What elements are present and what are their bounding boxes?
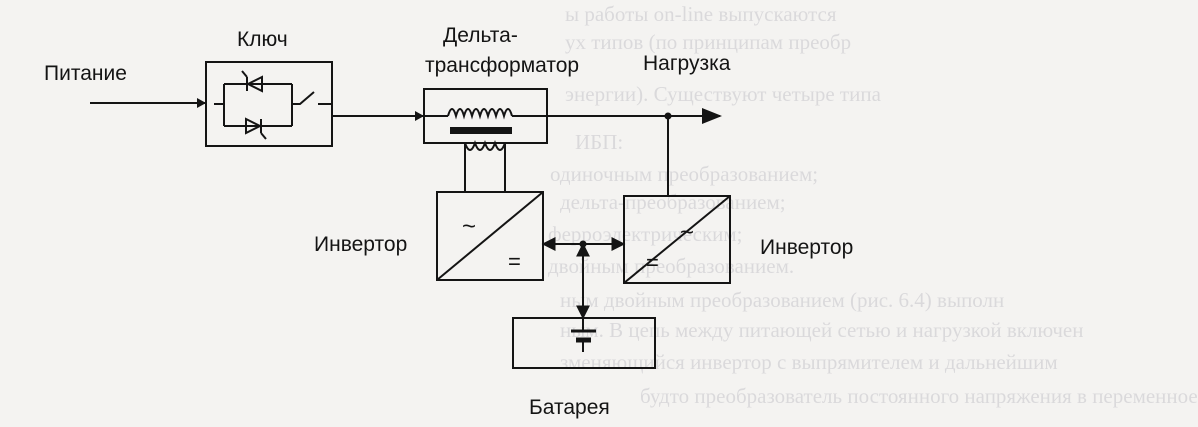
- inverter-left-label: Инвертор: [314, 233, 407, 256]
- power-label: Питание: [44, 62, 127, 85]
- background-text-line: дельта-преобразованием;: [560, 190, 786, 214]
- ups-delta-conversion-diagram: ~ = ~ = Питание Ключ Дельта- трансформат…: [44, 24, 853, 419]
- background-text-line: одиночным преобразованием;: [550, 162, 819, 186]
- background-text-line: ным. В цепь между питающей сетью и нагру…: [560, 318, 1084, 342]
- dc-bus-junction-dot: [579, 240, 587, 248]
- inverter-right-ac-symbol: ~: [680, 219, 694, 246]
- delta-transformer-label-line1: Дельта-: [443, 24, 518, 47]
- inverter-left-diagonal: [436, 191, 544, 281]
- inverter-right-diagonal: [623, 195, 731, 284]
- load-label: Нагрузка: [643, 52, 731, 75]
- inverter-left-box: [436, 191, 544, 281]
- background-text-line: энергии). Существуют четыре типа: [565, 82, 881, 106]
- background-text-line: ИБП:: [575, 130, 624, 154]
- transformer-core: [450, 127, 512, 134]
- load-junction-dot: [664, 112, 672, 120]
- transformer-primary-coil: [424, 108, 547, 120]
- background-text-line: ух типов (по принципам преобр: [565, 30, 852, 54]
- transformer-input-arrowhead: [415, 111, 424, 121]
- background-text-line: ы работы on-line выпускаются: [565, 2, 837, 26]
- inverter-right-label: Инвертор: [760, 236, 853, 259]
- inverter-left-dc-symbol: =: [508, 249, 521, 274]
- transformer-to-inverter-lines: [464, 170, 506, 192]
- background-text-line: зменяющийся инвертор с выпрямителем и да…: [560, 350, 1058, 374]
- background-text-line: будто преобразователь постоянного напряж…: [640, 384, 1198, 408]
- inverter-right-dc-symbol: =: [646, 250, 659, 275]
- battery-label: Батарея: [529, 396, 610, 419]
- inverter-left-ac-symbol: ~: [462, 213, 476, 240]
- background-text-line: ным двойным преобразованием (рис. 6.4) в…: [560, 288, 1005, 312]
- battery-symbol: [571, 318, 596, 352]
- delta-transformer-label-line2: трансформатор: [425, 54, 579, 77]
- input-arrowhead: [197, 98, 206, 108]
- thyristor-switch-symbol: [214, 70, 332, 140]
- switch-label: Ключ: [237, 28, 288, 51]
- transformer-secondary-coil: [464, 140, 506, 170]
- background-page-text: ы работы on-line выпускаются ух типов (п…: [548, 2, 1198, 408]
